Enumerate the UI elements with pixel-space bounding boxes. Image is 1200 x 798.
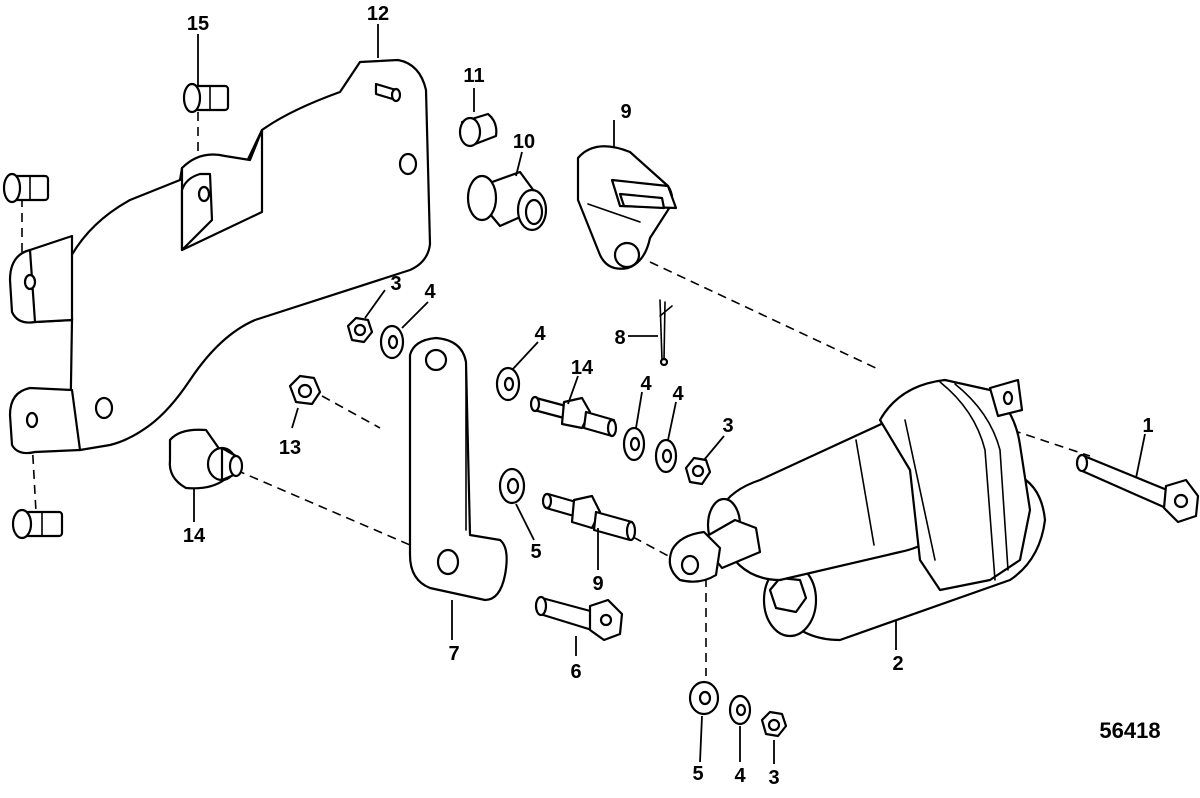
callout-11: 11: [463, 65, 484, 87]
bolt-left-upper: [2, 172, 50, 204]
washer-4-pin1: [622, 426, 646, 462]
callout-5: 5: [692, 763, 703, 785]
callout-5: 5: [530, 541, 541, 563]
callout-numbers: 1 2 3 3 3 4 4 4 4 4 5 5 6 7 8 9 9 10 11 …: [183, 3, 1154, 789]
callout-4: 4: [424, 281, 436, 303]
actuator-motor-2: [668, 378, 1047, 642]
callout-9: 9: [620, 101, 631, 123]
callout-3: 3: [722, 415, 733, 437]
washer-5-bottom: [688, 680, 720, 716]
bolt-6: [534, 595, 624, 642]
callout-3: 3: [768, 767, 779, 789]
callout-9: 9: [592, 573, 603, 595]
callout-10: 10: [513, 131, 535, 153]
bolt-15-top: [182, 82, 230, 114]
callout-4: 4: [734, 765, 746, 787]
washer-5-mid: [498, 467, 526, 505]
callout-leaders: [193, 24, 1146, 764]
callout-6: 6: [570, 661, 581, 683]
nut-3-upper: [346, 316, 374, 344]
washer-4-upper: [379, 324, 405, 360]
callout-12: 12: [367, 3, 389, 25]
bracket-plate: [8, 58, 432, 455]
bolt-left-lower: [11, 508, 64, 540]
figure-number: 56418: [1099, 718, 1160, 743]
callout-4: 4: [640, 373, 652, 395]
link-arm-7: [408, 336, 508, 602]
callout-13: 13: [279, 437, 301, 459]
bushing-10: [466, 170, 548, 232]
cap-11: [458, 112, 498, 148]
callout-3: 3: [390, 273, 401, 295]
callout-4: 4: [672, 383, 684, 405]
washer-4-bottom: [728, 694, 752, 726]
pin-9: [541, 492, 637, 542]
nut-3-bottom: [760, 710, 788, 738]
callout-8: 8: [614, 327, 625, 349]
clevis-yoke-9: [576, 145, 678, 270]
bushing-14-left: [168, 428, 244, 490]
callout-1: 1: [1142, 415, 1153, 437]
cotter-pin-8: [659, 299, 673, 367]
callout-14: 14: [571, 357, 594, 379]
callout-15: 15: [187, 13, 209, 35]
callout-7: 7: [448, 643, 459, 665]
callout-2: 2: [892, 653, 903, 675]
assembly-lines: [21, 112, 1091, 676]
nut-3-pin: [684, 456, 712, 486]
washer-4-pin2: [654, 438, 678, 474]
washer-4-mid: [495, 366, 521, 402]
bolt-1: [1075, 453, 1200, 524]
callout-14: 14: [183, 525, 206, 547]
callout-4: 4: [534, 323, 546, 345]
pin-14: [529, 395, 618, 438]
nut-13: [288, 374, 322, 406]
